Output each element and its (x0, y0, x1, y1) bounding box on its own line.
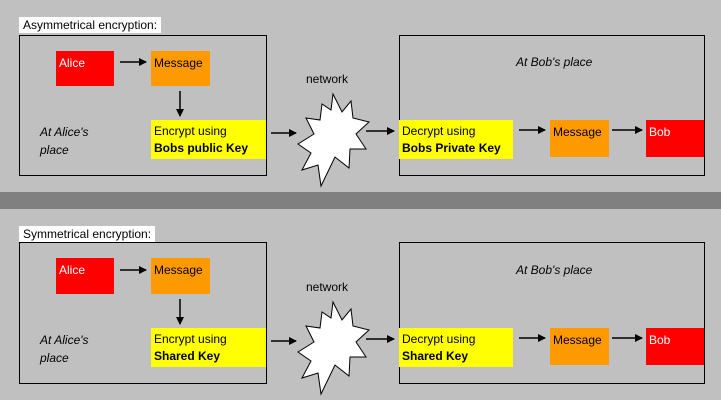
decrypt-line1-sym: Decrypt using (402, 332, 476, 346)
message-box-left-sym: Message (151, 258, 210, 294)
decrypt-box: Decrypt using Bobs Private Key (399, 120, 513, 159)
alice-box: Alice (56, 51, 114, 86)
alice-place-line2: place (40, 143, 69, 157)
alice-place-label: At Alice's place (40, 123, 89, 159)
bob-box-sym: Bob (646, 328, 704, 365)
network-burst-icon-sym (297, 300, 371, 396)
network-label: network (306, 72, 349, 86)
alice-place-label-sym: At Alice's place (40, 331, 89, 367)
alice-frame (19, 35, 267, 176)
alice-frame-sym (19, 242, 267, 384)
encrypt-box-sym: Encrypt using Shared Key (151, 328, 266, 367)
encrypt-key: Bobs public Key (154, 141, 249, 155)
bob-box: Bob (646, 120, 704, 157)
message-box-right: Message (550, 120, 609, 157)
symmetric-title: Symmetrical encryption: (19, 226, 156, 242)
asymmetric-title: Asymmetrical encryption: (19, 17, 162, 33)
bob-frame-sym (399, 242, 705, 384)
decrypt-line1: Decrypt using (402, 124, 476, 138)
decrypt-key-sym: Shared Key (402, 349, 469, 363)
bob-frame (399, 35, 705, 176)
bob-place-label: At Bob's place (516, 55, 593, 69)
decrypt-key: Bobs Private Key (402, 141, 501, 155)
section-divider (0, 192, 721, 209)
message-box-left: Message (151, 51, 210, 86)
alice-place-line1: At Alice's (40, 125, 89, 139)
encrypt-line1-sym: Encrypt using (154, 332, 227, 346)
network-burst-icon (297, 92, 371, 188)
network-label-sym: network (306, 280, 349, 294)
encrypt-line1: Encrypt using (154, 124, 227, 138)
alice-place-line2-sym: place (40, 351, 69, 365)
alice-place-line1-sym: At Alice's (40, 333, 89, 347)
alice-box-sym: Alice (56, 258, 114, 294)
encrypt-key-sym: Shared Key (154, 349, 221, 363)
decrypt-box-sym: Decrypt using Shared Key (399, 328, 513, 367)
message-box-right-sym: Message (550, 328, 609, 365)
bob-place-label-sym: At Bob's place (516, 263, 593, 277)
encrypt-box: Encrypt using Bobs public Key (151, 120, 266, 159)
